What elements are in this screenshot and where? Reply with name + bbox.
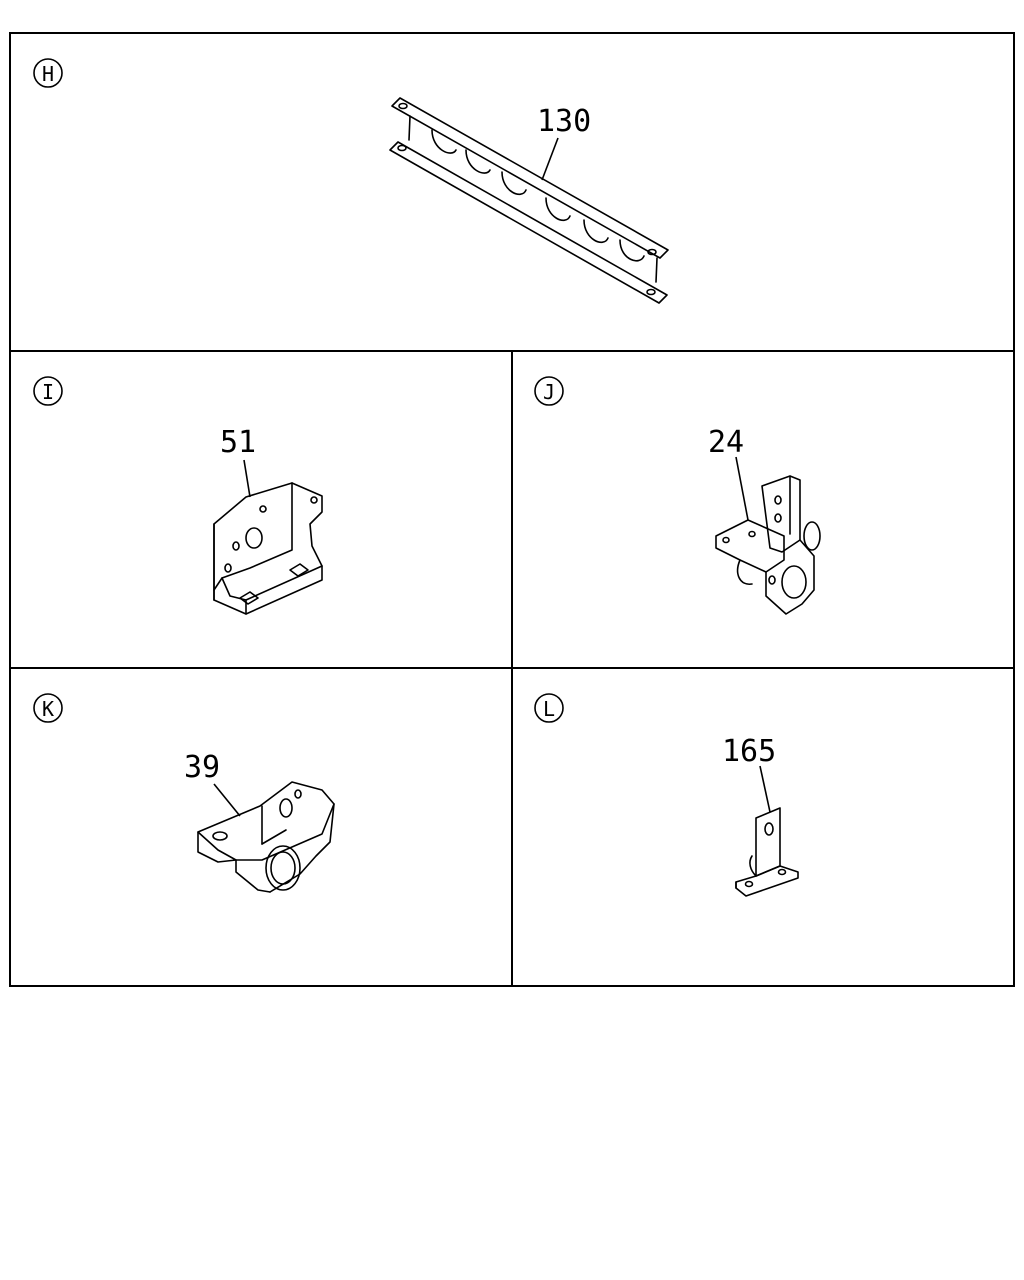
panel-label-h-text: H: [42, 62, 54, 86]
panel-label-j-text: J: [543, 380, 555, 404]
panel-label-k: K: [33, 693, 63, 723]
part-51-bracket[interactable]: [213, 482, 323, 615]
part-number-165: 165: [722, 734, 776, 769]
panel-label-j: J: [534, 376, 564, 406]
leader-165: [759, 765, 771, 813]
panel-label-h: H: [33, 58, 63, 88]
panel-i: I 51: [33, 376, 323, 615]
part-39-bracket[interactable]: [197, 781, 335, 893]
part-130-crossmember[interactable]: [389, 97, 669, 304]
panel-label-l-text: L: [543, 697, 555, 721]
panel-label-l: L: [534, 693, 564, 723]
panel-k: K 39: [33, 693, 335, 893]
part-165-bracket[interactable]: [735, 807, 799, 897]
leader-39: [213, 783, 241, 817]
panel-label-k-text: K: [42, 697, 54, 721]
leader-130: [541, 137, 559, 181]
panel-label-i: I: [33, 376, 63, 406]
leader-51: [243, 459, 251, 498]
part-number-130: 130: [537, 104, 591, 139]
part-24-bracket[interactable]: [715, 475, 821, 615]
part-number-51: 51: [220, 425, 256, 460]
panel-l: L 165: [534, 693, 799, 897]
panel-label-i-text: I: [42, 380, 54, 404]
panel-h: H 130: [33, 58, 669, 304]
part-number-39: 39: [184, 750, 220, 785]
leader-24: [735, 456, 749, 521]
part-number-24: 24: [708, 425, 744, 460]
panel-j: J 24: [534, 376, 821, 615]
